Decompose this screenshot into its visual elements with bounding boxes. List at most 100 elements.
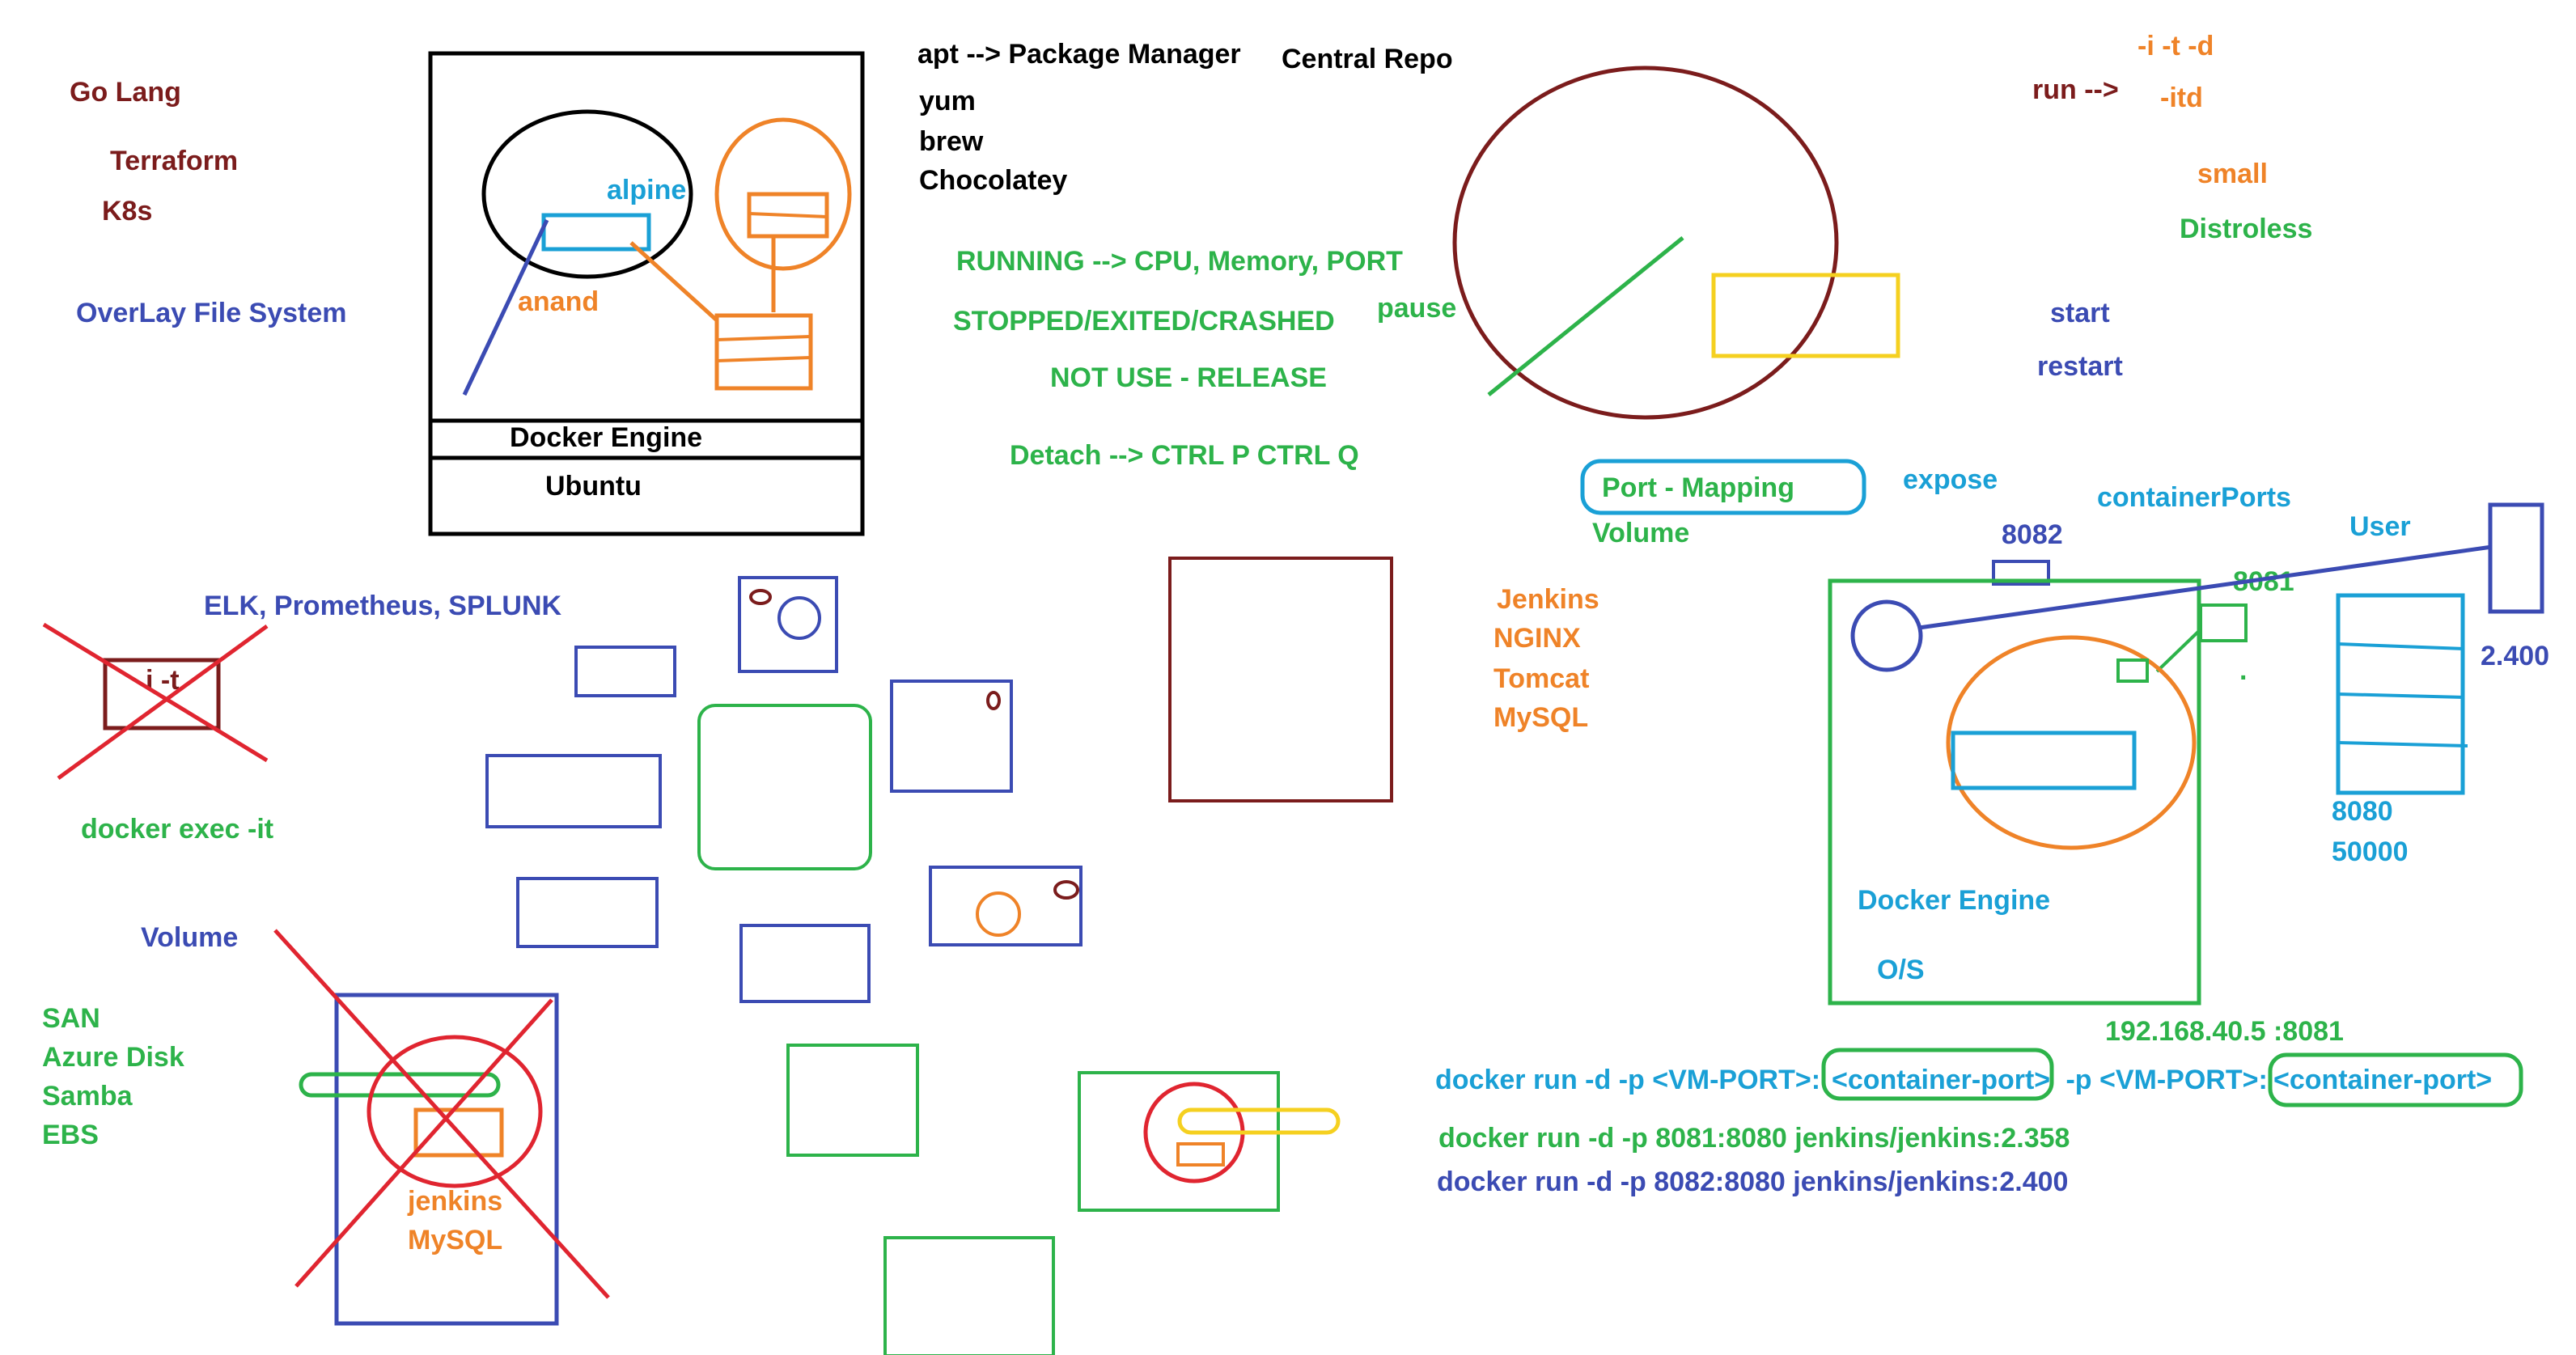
overlay-fs-text: OverLay File System xyxy=(76,298,347,328)
request-line xyxy=(1918,544,2493,630)
user-box xyxy=(2488,502,2544,614)
user-circle xyxy=(1850,599,1923,672)
command-part: <container-port> xyxy=(2273,1065,2492,1095)
terraform-text: Terraform xyxy=(110,146,238,176)
detach-text: Detach --> CTRL P CTRL Q xyxy=(1010,440,1359,471)
container-box xyxy=(738,576,838,673)
running-text: RUNNING --> CPU, Memory, PORT xyxy=(956,246,1403,277)
volume-text: Volume xyxy=(1592,518,1689,548)
container-box xyxy=(739,924,871,1003)
alpine-label: alpine xyxy=(607,175,686,205)
command-line: docker run -d -p 8081:8080 jenkins/jenki… xyxy=(1438,1123,2070,1154)
volume-diagram: jenkins MySQL xyxy=(273,929,610,1326)
stopped-text: STOPPED/EXITED/CRASHED xyxy=(953,306,1335,337)
image-name: Tomcat xyxy=(1493,663,1589,694)
docker-exec-text: docker exec -it xyxy=(81,814,273,845)
container-box xyxy=(929,866,1083,946)
run-text: run --> xyxy=(2032,74,2119,105)
notuse-text: NOT USE - RELEASE xyxy=(1050,362,1327,393)
cross-line xyxy=(294,998,553,1288)
port-mapping-pill xyxy=(1580,459,1866,515)
app-box xyxy=(1951,730,2137,790)
container-circle xyxy=(1452,66,1839,420)
process-dot xyxy=(986,691,1001,710)
container-circle xyxy=(714,117,852,271)
volume-heading: Volume xyxy=(141,922,238,953)
port-mapping-diagram: Port - Mapping Volume expose containerPo… xyxy=(1493,459,2549,1047)
cross-line xyxy=(42,622,269,763)
image-layer-box xyxy=(541,213,651,252)
container-box xyxy=(697,704,872,870)
container-box xyxy=(890,680,1013,793)
vm-box xyxy=(334,993,559,1326)
vm-box xyxy=(1828,578,2201,1006)
process-circle xyxy=(976,891,1021,937)
image-name: Jenkins xyxy=(1497,584,1599,615)
container-circle xyxy=(1946,635,2197,850)
distroless-text: Distroless xyxy=(2180,214,2312,244)
itd-short-text: -itd xyxy=(2160,83,2203,113)
pkg-item: Chocolatey xyxy=(919,165,1067,196)
pkg-item: yum xyxy=(919,86,976,116)
dot-mark: . xyxy=(2239,655,2247,686)
start-text: start xyxy=(2050,298,2110,328)
host-port-box xyxy=(1992,560,2050,586)
pkg-item: brew xyxy=(919,126,984,157)
container-box xyxy=(574,646,676,697)
os-label: O/S xyxy=(1877,955,1925,985)
volume-pill xyxy=(1177,1107,1341,1135)
monitoring-text: ELK, Prometheus, SPLUNK xyxy=(204,591,562,621)
storage-item: Samba xyxy=(42,1081,133,1112)
container-port-box xyxy=(2116,658,2149,683)
layer-box xyxy=(413,1107,504,1158)
layer-line xyxy=(716,356,811,362)
apt-text: apt --> Package Manager xyxy=(917,39,1241,70)
host-box xyxy=(428,51,865,536)
layer-line xyxy=(2337,692,2465,699)
layer-stack xyxy=(714,313,813,391)
user-text: User xyxy=(2349,511,2411,542)
k8s-text: K8s xyxy=(102,196,152,227)
expose-text: expose xyxy=(1903,464,1998,495)
volume-pill xyxy=(299,1072,501,1098)
central-repo-text: Central Repo xyxy=(1282,44,1453,74)
process-box xyxy=(1711,273,1900,358)
container-box xyxy=(883,1236,1055,1355)
itd-flags-text: -i -t -d xyxy=(2137,31,2214,61)
host-port-box xyxy=(2199,603,2248,642)
container-box xyxy=(786,1044,919,1157)
commands: docker run -d -p <VM-PORT>: <container-po… xyxy=(1435,1048,2523,1197)
command-part: -p <VM-PORT>: xyxy=(2058,1065,2268,1095)
command-part: <container-port> xyxy=(1832,1065,2050,1095)
container-box xyxy=(1078,1071,1280,1212)
cross-line xyxy=(57,624,269,781)
layer-line xyxy=(748,212,828,218)
arrow-line xyxy=(2155,628,2202,673)
engine-label: Docker Engine xyxy=(510,422,702,453)
ip-text: 192.168.40.5 :8081 xyxy=(2105,1016,2344,1047)
arrow-line xyxy=(1487,236,1684,396)
process-dot xyxy=(749,589,772,605)
layer-line xyxy=(2337,741,2468,747)
small-text: small xyxy=(2197,159,2268,189)
arrow-line xyxy=(462,218,549,396)
cross-line xyxy=(273,929,610,1299)
left-notes: Go Lang Terraform K8s OverLay File Syste… xyxy=(42,77,562,1150)
container-ports-text: containerPorts xyxy=(2097,482,2291,513)
container-circle xyxy=(366,1035,543,1188)
anand-label: anand xyxy=(518,286,599,317)
image-name: MySQL xyxy=(1493,702,1588,733)
vol-app-label: MySQL xyxy=(408,1225,502,1255)
port-8082-text: 8082 xyxy=(2002,519,2063,550)
highlight-pill xyxy=(1821,1048,2054,1101)
container-boxes xyxy=(485,557,1393,1355)
run-diagram: -i -t -d run --> -itd small Distroless s… xyxy=(1452,31,2312,420)
package-notes: apt --> Package Manager Central Repo yum… xyxy=(917,39,1453,196)
port-mapping-text: Port - Mapping xyxy=(1602,472,1794,503)
container-box xyxy=(485,754,662,828)
command-part: docker run -d -p <VM-PORT>: xyxy=(1435,1065,1820,1095)
port-8080-text: 8080 xyxy=(2332,796,2393,827)
golang-text: Go Lang xyxy=(70,77,181,108)
storage-item: SAN xyxy=(42,1003,100,1034)
